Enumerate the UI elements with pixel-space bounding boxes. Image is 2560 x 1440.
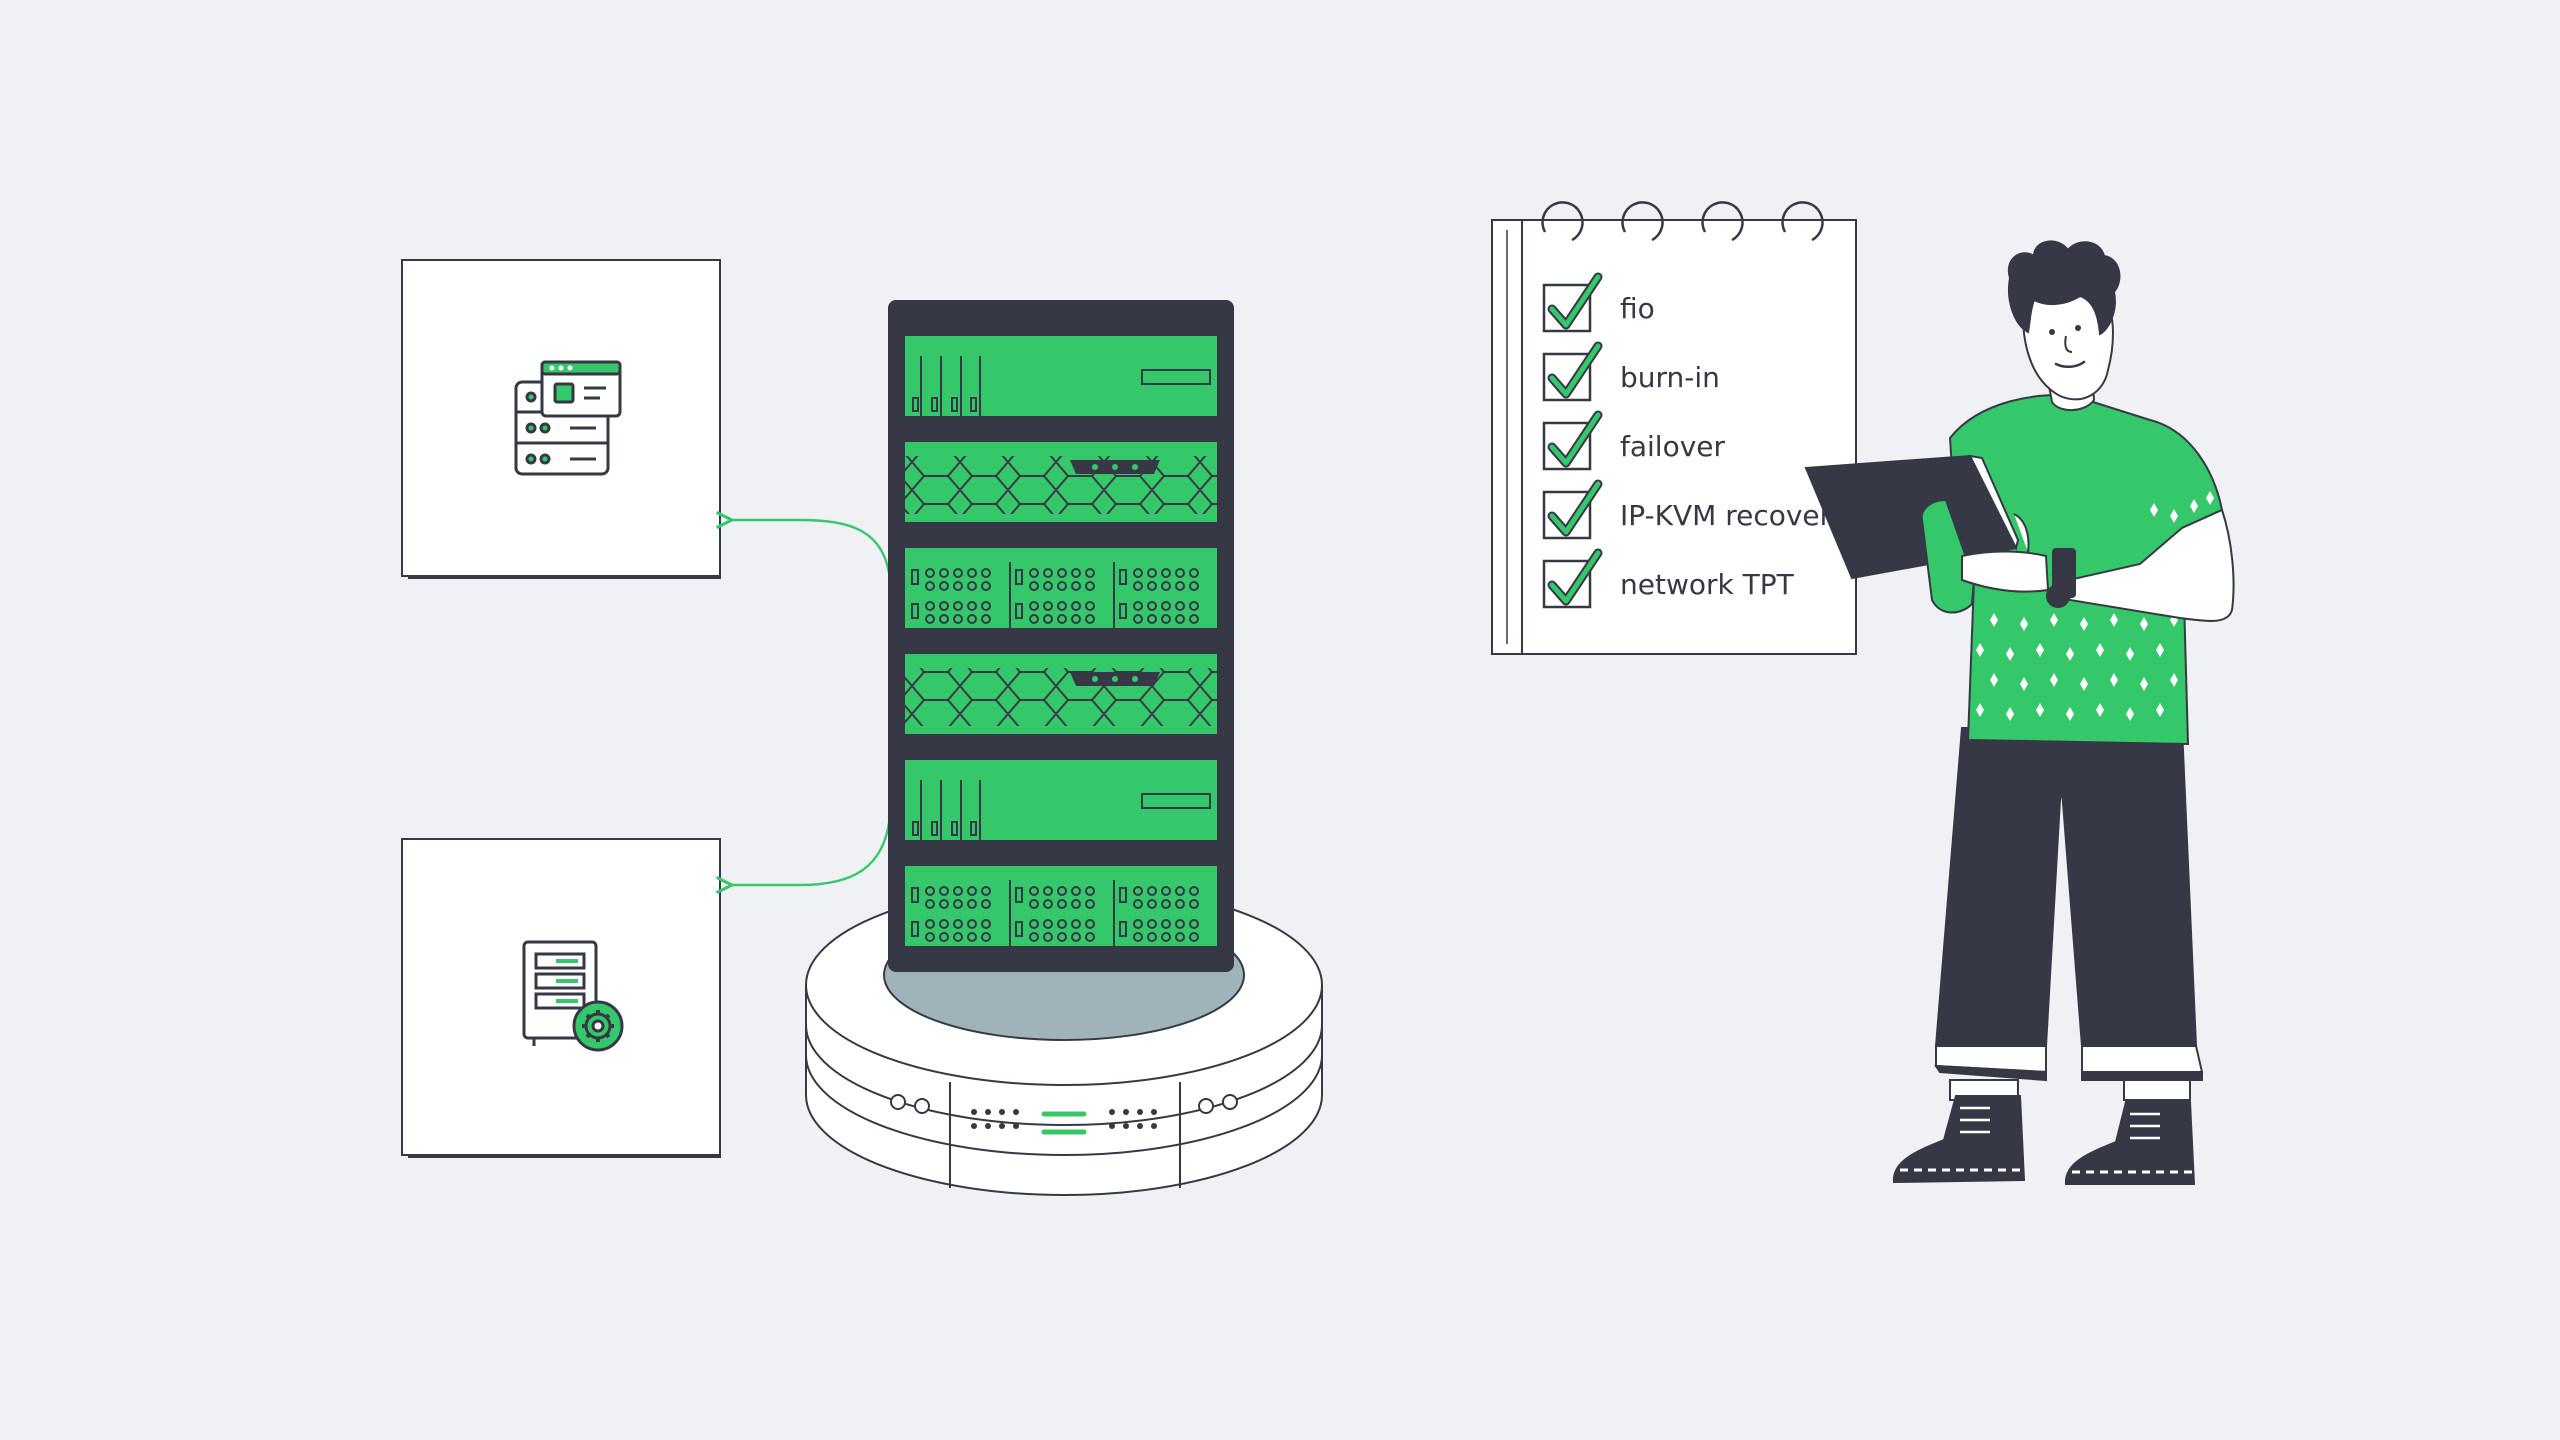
checklist-item: burn-in	[1542, 341, 1720, 402]
checklist-item: network TPT	[1542, 548, 1795, 609]
person-illustration	[1804, 240, 2235, 1185]
person-right-arm	[2046, 508, 2235, 622]
server-rack-icon	[888, 300, 1234, 972]
person-head	[2007, 240, 2121, 401]
person-left-hand	[1920, 498, 2050, 614]
rack-unit-4	[905, 654, 1217, 734]
rack-unit-1	[905, 336, 1217, 416]
server-settings-gear-icon	[522, 940, 624, 1052]
checklist-item-label: failover	[1620, 430, 1726, 463]
arrow-to-card-top	[730, 520, 892, 581]
server-dashboard-icon	[514, 360, 622, 476]
checkmark-icon	[1549, 550, 1601, 604]
checklist-item-label: network TPT	[1620, 568, 1795, 601]
checklist-item-label: fio	[1620, 292, 1655, 325]
person-shirt	[1948, 394, 2224, 746]
checkmark-icon	[1549, 343, 1601, 397]
checklist-item: failover	[1542, 410, 1726, 471]
checkmark-icon	[1549, 274, 1601, 328]
card-bottom	[401, 838, 721, 1158]
notepad-rings	[1541, 201, 1824, 242]
card-top	[401, 259, 721, 579]
checkmark-icon	[1549, 481, 1601, 535]
person-shoes	[1892, 1095, 2196, 1185]
checkmark-icon	[1549, 412, 1601, 466]
arrow-to-card-bottom	[730, 814, 892, 885]
rack-unit-6	[905, 866, 1217, 946]
rack-unit-5	[905, 760, 1217, 840]
checklist-item: fio	[1542, 272, 1655, 333]
rack-unit-2	[905, 442, 1217, 522]
checklist-item-label: IP-KVM recover	[1620, 499, 1832, 532]
person-pants	[1934, 727, 2204, 1101]
checklist-item-label: burn-in	[1620, 361, 1720, 394]
checklist-item: IP-KVM recover	[1542, 479, 1832, 540]
rack-unit-3	[905, 548, 1217, 628]
